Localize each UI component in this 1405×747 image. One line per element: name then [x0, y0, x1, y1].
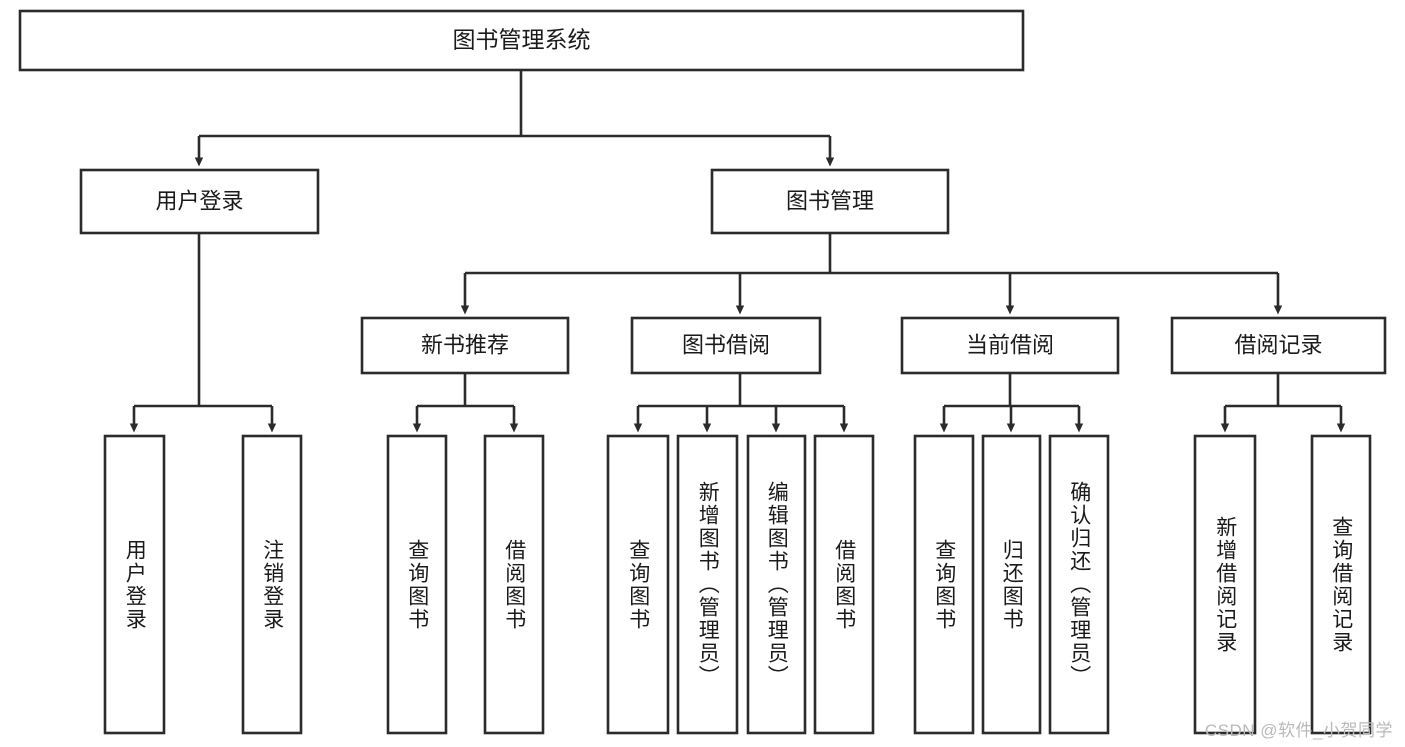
node-box[interactable]	[981, 434, 1042, 735]
leaf-node-leaf-return-book[interactable]	[981, 434, 1042, 735]
connector-cb-to-leaves	[939, 373, 1084, 433]
node-label: 用户登录	[155, 188, 243, 213]
leaf-node-leaf-add-record[interactable]	[1193, 434, 1257, 735]
leaf-node-leaf-borrow-book-br[interactable]	[813, 434, 875, 735]
connector-rec-to-leaves	[412, 373, 519, 433]
node-box[interactable]	[18, 9, 1025, 72]
leaf-node-leaf-query-book-rec[interactable]	[386, 434, 448, 735]
connector-rec2-to-leaves	[1220, 373, 1346, 433]
node-label: 当前借阅	[966, 332, 1054, 357]
leaf-node-leaf-query-book-br[interactable]	[606, 434, 670, 735]
level3-node-current-borrow[interactable]: 当前借阅	[900, 316, 1120, 375]
level3-node-borrow-record[interactable]: 借阅记录	[1170, 316, 1387, 375]
leaf-node-leaf-edit-book[interactable]	[746, 434, 807, 735]
connector-level2-to-level3	[460, 233, 1283, 315]
level3-node-book-borrow[interactable]: 图书借阅	[630, 316, 822, 375]
node-label: 新书推荐	[421, 332, 509, 357]
node-label: 图书借阅	[682, 332, 770, 357]
leaf-node-leaf-query-book-cb[interactable]	[913, 434, 975, 735]
connector-borrow-to-leaves	[633, 373, 849, 433]
connector-userlogin-to-leaves	[129, 233, 277, 433]
level2-node-user-login[interactable]: 用户登录	[79, 168, 320, 235]
level3-node-new-book-recommend[interactable]: 新书推荐	[360, 316, 570, 375]
node-box[interactable]	[710, 168, 950, 235]
node-box[interactable]	[241, 434, 303, 735]
leaf-node-leaf-confirm-return[interactable]	[1048, 434, 1110, 735]
node-label: 图书管理系统	[453, 27, 591, 53]
node-box[interactable]	[1048, 434, 1110, 735]
node-label: 图书管理	[786, 188, 874, 213]
root-node-root[interactable]: 图书管理系统	[18, 9, 1025, 72]
node-box[interactable]	[900, 316, 1120, 375]
level2-node-book-manage[interactable]: 图书管理	[710, 168, 950, 235]
leaf-node-leaf-logout[interactable]	[241, 434, 303, 735]
connector-root-to-level2	[194, 70, 835, 167]
node-box[interactable]	[1310, 434, 1372, 735]
leaf-node-leaf-add-book[interactable]	[676, 434, 739, 735]
node-box[interactable]	[676, 434, 739, 735]
node-box[interactable]	[103, 434, 166, 735]
node-box[interactable]	[386, 434, 448, 735]
leaf-node-leaf-query-record[interactable]	[1310, 434, 1372, 735]
node-box[interactable]	[1193, 434, 1257, 735]
node-box[interactable]	[360, 316, 570, 375]
leaf-node-leaf-user-login[interactable]	[103, 434, 166, 735]
node-box[interactable]	[1170, 316, 1387, 375]
watermark-label: CSDN @软件_小贺同学	[1204, 721, 1393, 740]
node-box[interactable]	[630, 316, 822, 375]
node-box[interactable]	[913, 434, 975, 735]
node-box[interactable]	[606, 434, 670, 735]
node-box[interactable]	[813, 434, 875, 735]
node-box[interactable]	[746, 434, 807, 735]
node-label: 借阅记录	[1234, 332, 1322, 357]
connector-edges	[129, 70, 1346, 433]
node-box[interactable]	[483, 434, 545, 735]
node-box[interactable]	[79, 168, 320, 235]
leaf-node-leaf-borrow-book-rec[interactable]	[483, 434, 545, 735]
